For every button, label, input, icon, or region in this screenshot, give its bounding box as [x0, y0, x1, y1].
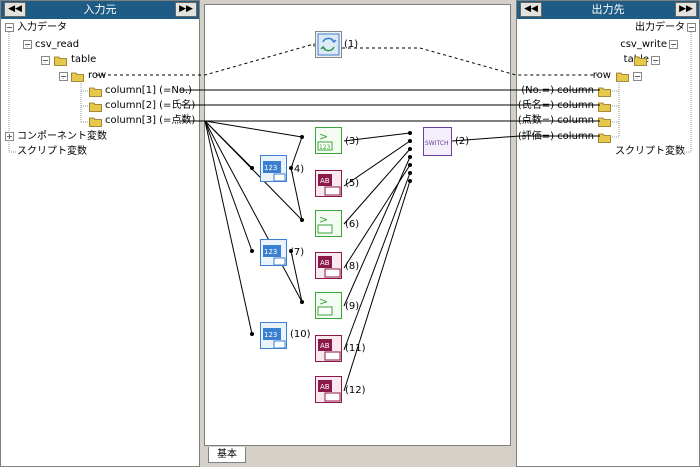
target-panel-header: 出力先 ◀◀ ▶▶	[517, 1, 699, 19]
compare-node-icon[interactable]: > 123	[315, 127, 342, 154]
column-icon	[89, 117, 102, 127]
expand-right-button[interactable]: ▶▶	[175, 2, 197, 17]
constant-node-icon[interactable]: 123	[260, 239, 287, 266]
tree-row[interactable]: row	[88, 70, 107, 81]
tree-output-data[interactable]: 出力データ	[635, 22, 685, 33]
node-label-3: (3)	[345, 136, 360, 147]
target-panel: 出力先 ◀◀ ▶▶ 出力データ − csv_write − table − ro…	[516, 0, 700, 467]
tree-input-data[interactable]: 入力データ	[17, 22, 67, 33]
switch-node-icon[interactable]: SWITCH	[423, 127, 452, 156]
tree-script-vars[interactable]: スクリプト変数	[17, 146, 87, 157]
tree-component-vars[interactable]: コンポーネント変数	[17, 131, 107, 142]
collapse-left-button[interactable]: ◀◀	[520, 2, 542, 17]
tree-column-2[interactable]: column[2] (=氏名)	[105, 100, 196, 111]
constant-number: 123	[264, 331, 277, 339]
string-text: AB	[320, 259, 330, 267]
string-text: AB	[320, 342, 330, 350]
compare-symbol: >	[319, 130, 328, 143]
column-icon	[598, 102, 611, 112]
constant-number: 123	[264, 248, 277, 256]
node-label-7: (7)	[290, 247, 305, 258]
tree-guides	[8, 32, 88, 153]
expand-right-button[interactable]: ▶▶	[675, 2, 697, 17]
tree-out-script-vars[interactable]: スクリプト変数	[615, 146, 685, 157]
source-panel: 入力元 ◀◀ ▶▶ − 入力データ − csv_read − table − r…	[0, 0, 200, 467]
node-label-9: (9)	[345, 301, 360, 312]
folder-icon	[71, 72, 84, 82]
tree-table[interactable]: table	[71, 54, 97, 65]
folder-icon	[616, 72, 629, 82]
node-label-12: (12)	[345, 385, 366, 396]
tree-out-row[interactable]: row	[592, 70, 611, 81]
tree-guides	[612, 32, 692, 153]
compare-node-icon[interactable]: >	[315, 210, 342, 237]
string-node-icon[interactable]: AB	[315, 170, 342, 197]
source-panel-title: 入力元	[83, 3, 117, 16]
string-node-icon[interactable]: AB	[315, 376, 342, 403]
node-label-5: (5)	[345, 178, 360, 189]
string-text: AB	[320, 177, 330, 185]
target-panel-title: 出力先	[591, 3, 625, 16]
string-node-icon[interactable]: AB	[315, 335, 342, 362]
switch-text: SWITCH	[425, 140, 449, 147]
tree-csv-write[interactable]: csv_write	[620, 39, 667, 50]
loop-node-icon[interactable]	[315, 31, 342, 58]
tree-out-column-1[interactable]: (No.=) column	[521, 85, 594, 96]
tab-basic[interactable]: 基本	[208, 447, 246, 463]
column-icon	[89, 102, 102, 112]
tree-csv-read[interactable]: csv_read	[35, 39, 80, 50]
expand-toggle-input-data[interactable]: −	[5, 23, 14, 32]
constant-node-icon[interactable]: 123	[260, 155, 287, 182]
column-icon	[89, 87, 102, 97]
column-icon	[598, 117, 611, 127]
tree-out-column-2[interactable]: (氏名=) column	[517, 100, 594, 111]
node-label-2: (2)	[455, 136, 470, 147]
folder-icon	[634, 56, 647, 66]
compare-symbol: >	[319, 213, 328, 226]
collapse-left-button[interactable]: ◀◀	[4, 2, 26, 17]
expand-toggle-output-data[interactable]: −	[687, 23, 696, 32]
string-text: AB	[320, 383, 330, 391]
compare-node-icon[interactable]: >	[315, 292, 342, 319]
tree-column-3[interactable]: column[3] (=点数)	[105, 115, 196, 126]
source-panel-header: 入力元 ◀◀ ▶▶	[1, 1, 199, 19]
node-label-4: (4)	[290, 164, 305, 175]
tree-column-1[interactable]: column[1] (=No.)	[105, 85, 192, 96]
folder-icon	[54, 56, 67, 66]
compare-symbol: >	[319, 295, 328, 308]
column-icon	[598, 87, 611, 97]
node-label-8: (8)	[345, 261, 360, 272]
node-label-6: (6)	[345, 219, 360, 230]
constant-number: 123	[264, 164, 277, 172]
compare-number: 123	[319, 144, 331, 151]
node-label-1: (1)	[344, 39, 359, 50]
constant-node-icon[interactable]: 123	[260, 322, 287, 349]
node-label-11: (11)	[345, 343, 366, 354]
string-node-icon[interactable]: AB	[315, 252, 342, 279]
node-label-10: (10)	[290, 329, 311, 340]
column-icon	[598, 133, 611, 143]
